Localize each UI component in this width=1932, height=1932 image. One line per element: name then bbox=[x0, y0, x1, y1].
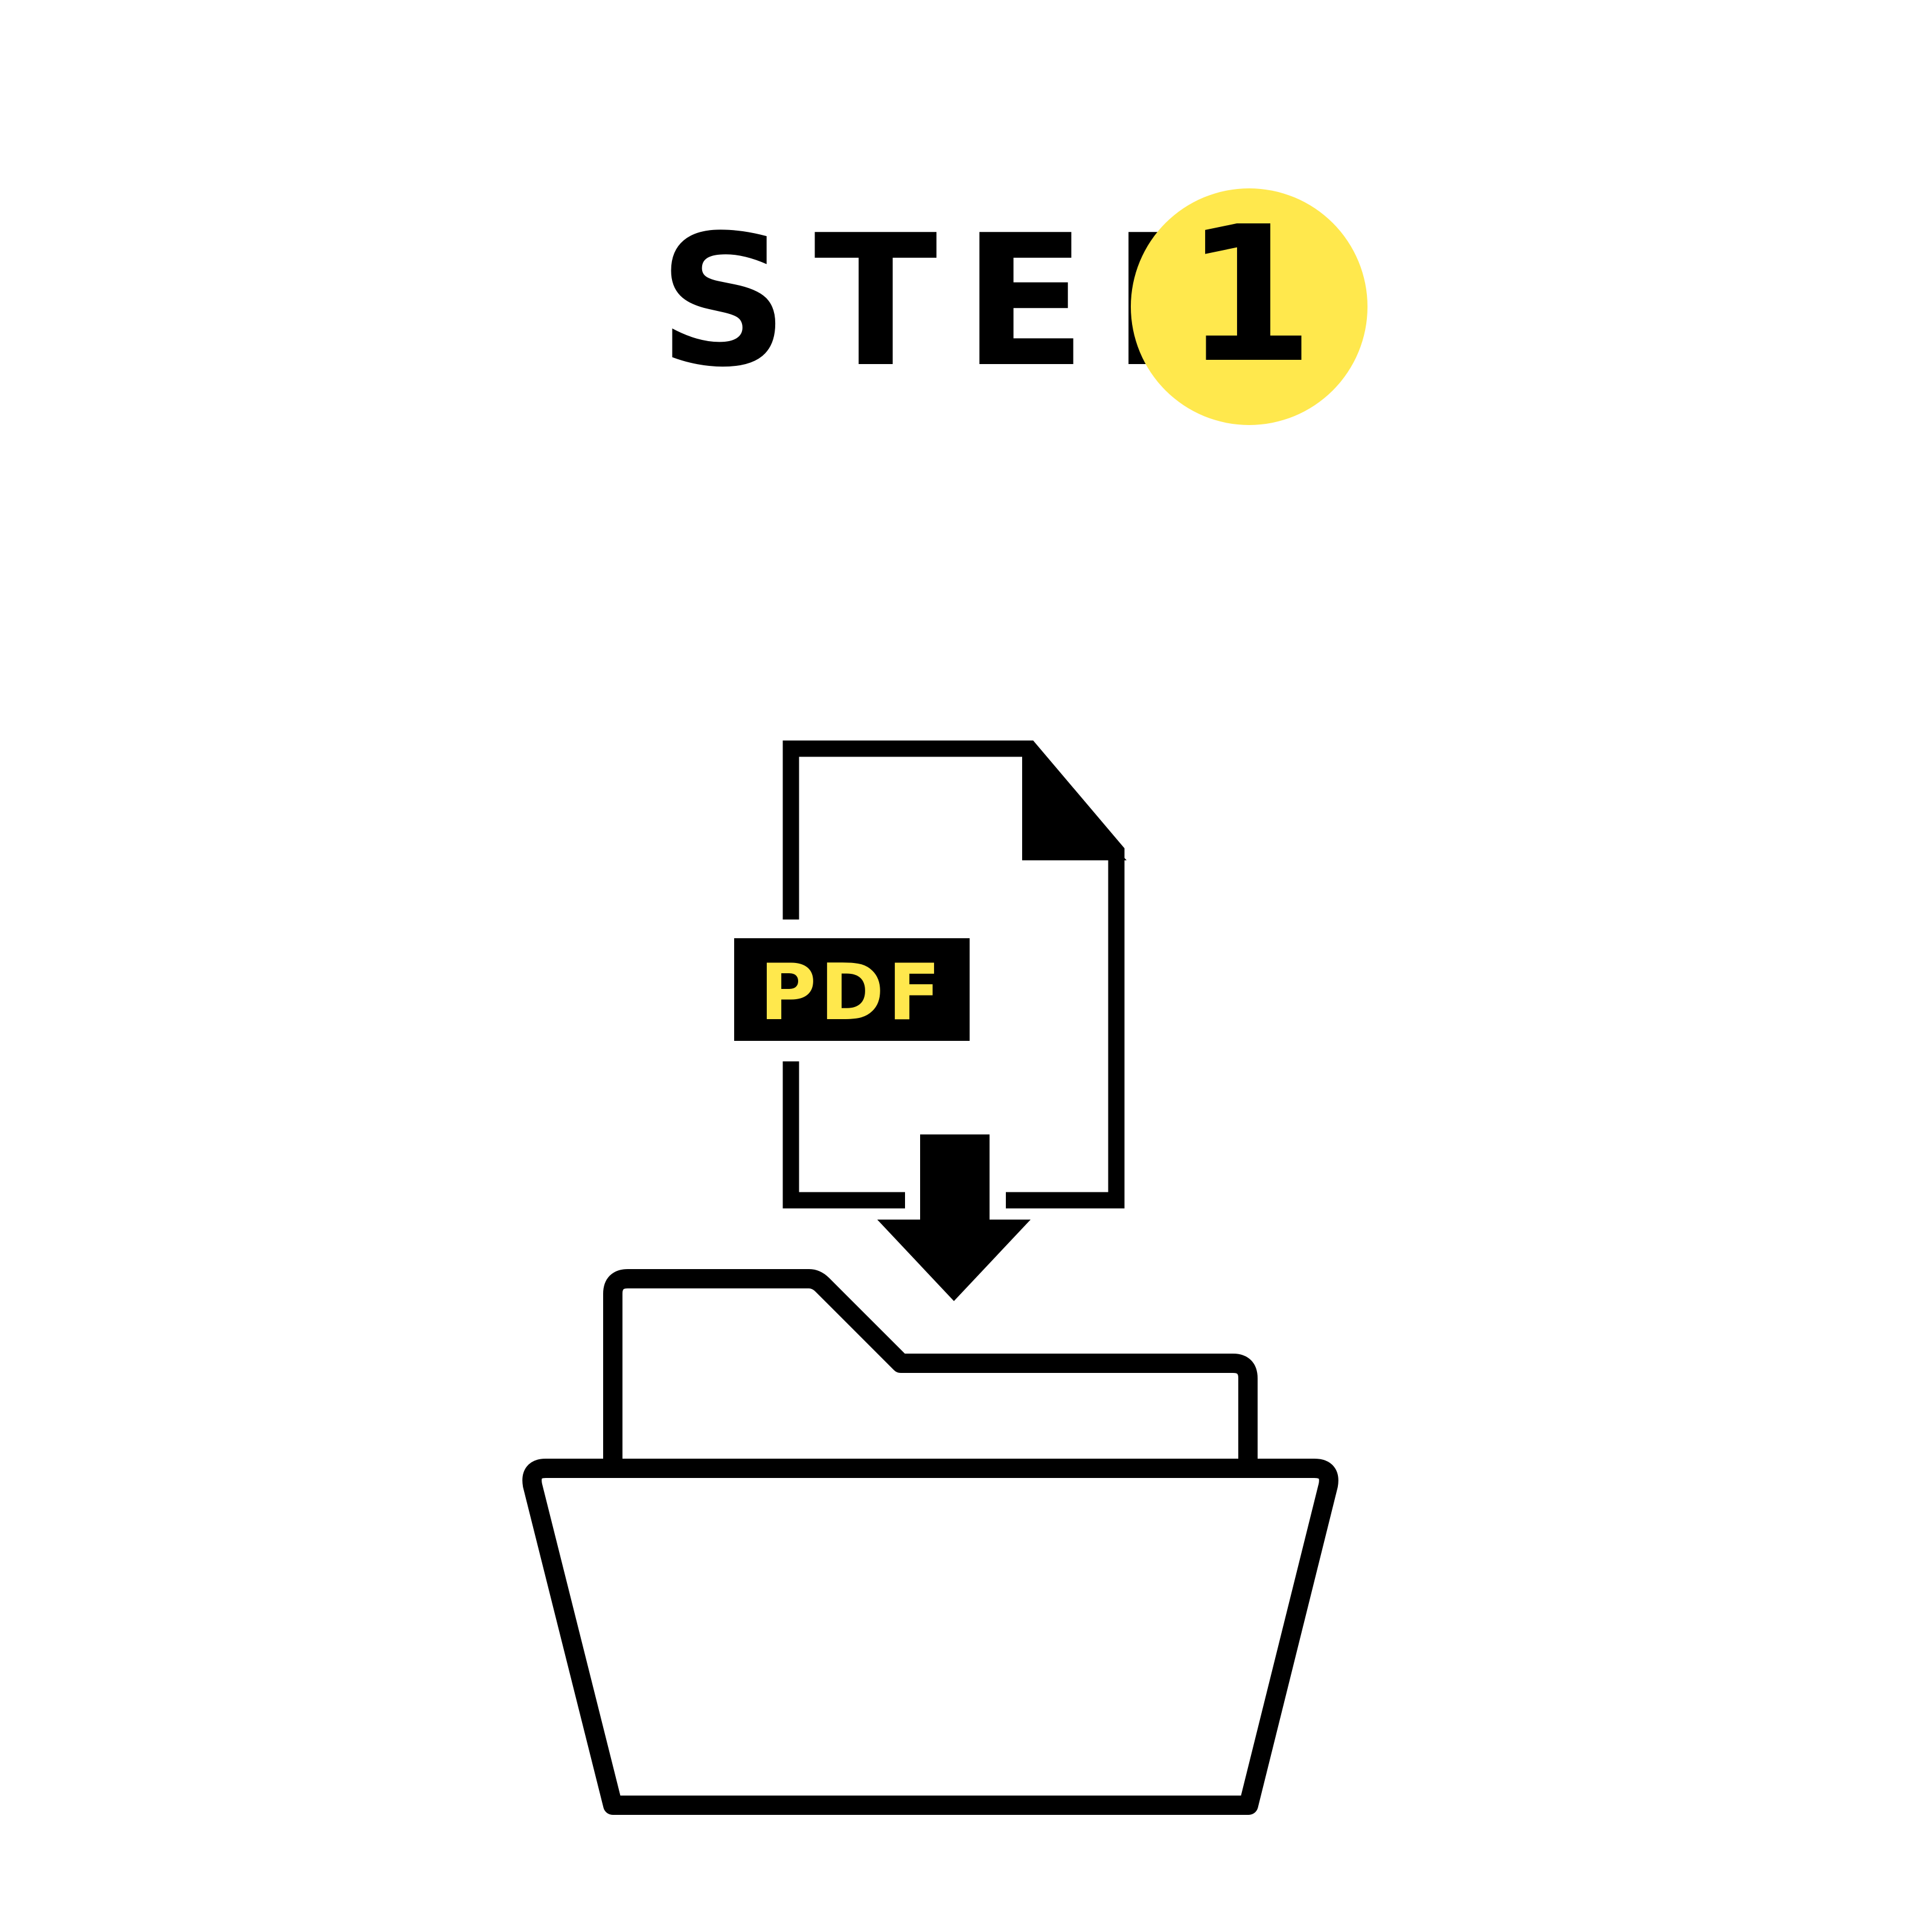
step-number: 1 bbox=[1184, 187, 1314, 405]
step-number-badge bbox=[1131, 188, 1367, 425]
open-folder-icon bbox=[522, 1269, 1339, 1815]
pdf-badge-background bbox=[734, 938, 970, 1041]
pdf-document-icon bbox=[782, 740, 1127, 1209]
document-outline-lower bbox=[782, 1061, 905, 1209]
download-arrow-icon bbox=[877, 1134, 1031, 1301]
pdf-badge: PDF bbox=[734, 938, 970, 1041]
pdf-badge-text: PDF bbox=[760, 948, 944, 1038]
folder-front bbox=[522, 1459, 1339, 1815]
folded-corner bbox=[1022, 741, 1127, 860]
folder-back-tab bbox=[603, 1269, 1258, 1468]
